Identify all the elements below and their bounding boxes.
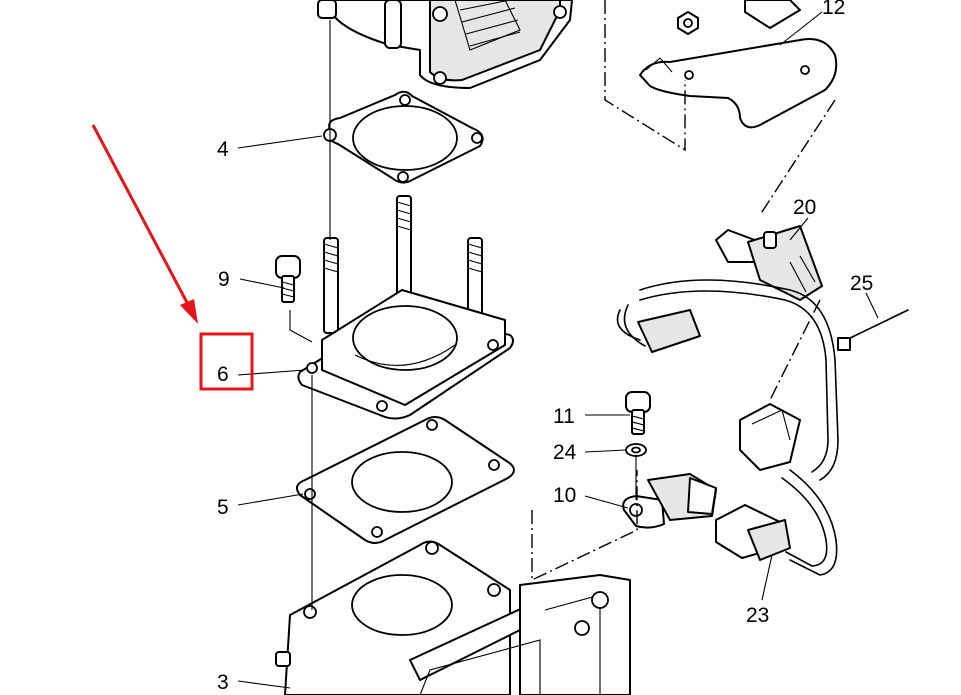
- spacer-6: [297, 289, 514, 420]
- label-23: 23: [746, 604, 769, 627]
- washer-24: [625, 443, 647, 457]
- gasket-4: [323, 90, 484, 184]
- label-4: 4: [217, 138, 229, 161]
- bracket-12: [639, 0, 838, 129]
- bolt-9: [275, 255, 301, 303]
- label-5: 5: [217, 496, 229, 519]
- alignment-lines: [289, 0, 836, 610]
- connector-23: [715, 504, 791, 561]
- highlight-annotation: [91, 124, 254, 391]
- throttle-body-top: [317, 0, 573, 89]
- sensor-20: [715, 225, 823, 301]
- cable-tie-25: [837, 309, 909, 351]
- part-labels: 4 9 6 5 3 11 24 10 12 20 25 23: [217, 0, 873, 694]
- leader-lines: [237, 11, 879, 689]
- label-12: 12: [822, 0, 845, 19]
- label-11: 11: [553, 405, 575, 428]
- wire-harness: [616, 279, 839, 576]
- gasket-5: [295, 416, 515, 544]
- red-arrow-head: [180, 299, 198, 324]
- red-arrow-line: [91, 124, 194, 313]
- label-24: 24: [553, 441, 577, 464]
- sensor-10: [622, 473, 717, 529]
- label-10: 10: [553, 484, 576, 507]
- bolt-11: [625, 391, 651, 435]
- label-3: 3: [217, 671, 229, 694]
- manifold-3: [275, 540, 631, 695]
- label-20: 20: [793, 196, 816, 219]
- label-9: 9: [218, 268, 230, 291]
- red-highlight-box: [199, 332, 254, 391]
- label-6: 6: [217, 363, 229, 386]
- label-25: 25: [850, 272, 873, 295]
